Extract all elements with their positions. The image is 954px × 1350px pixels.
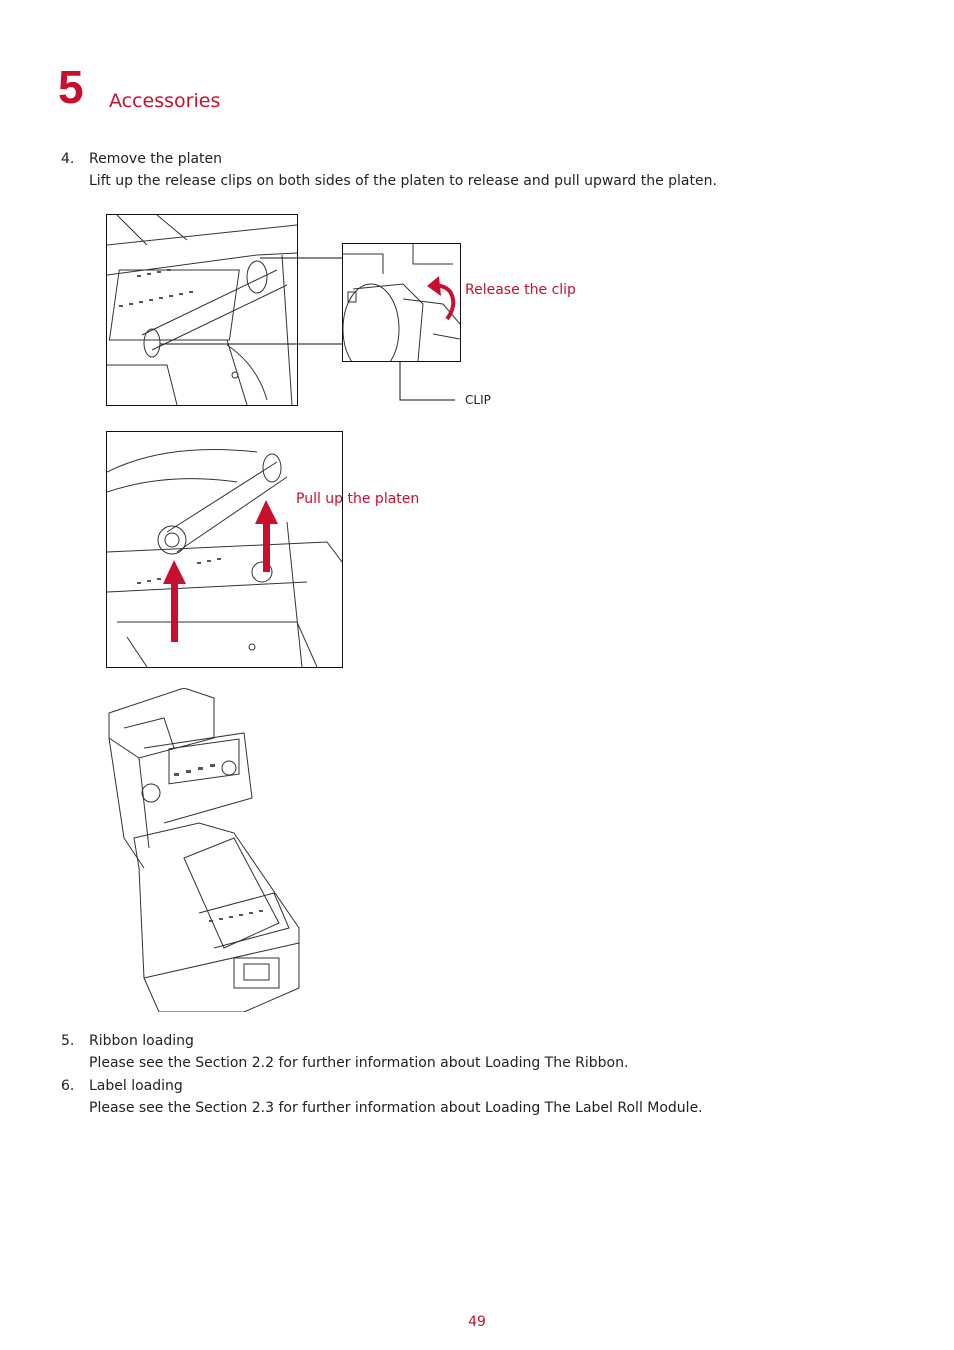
chapter-number: 5 (58, 61, 84, 113)
figure-printer-open (104, 688, 304, 1012)
clip-label: CLIP (465, 393, 491, 407)
figure-platen-overview (106, 214, 298, 406)
release-clip-label: Release the clip (465, 282, 576, 298)
clip-detail-drawing (343, 244, 460, 361)
step-5-number: 5. (61, 1033, 75, 1049)
step-6-title: Label loading (89, 1078, 183, 1094)
step-6-number: 6. (61, 1078, 75, 1094)
pull-up-arrows-icon (163, 500, 278, 642)
pull-platen-drawing (107, 449, 342, 667)
pull-platen-label: Pull up the platen (296, 491, 420, 507)
page-number: 49 (468, 1314, 486, 1330)
figure-pull-platen (106, 431, 343, 668)
step-4-number: 4. (61, 151, 75, 167)
chapter-title: Accessories (109, 90, 221, 112)
step-5-description: Please see the Section 2.2 for further i… (89, 1055, 629, 1071)
step-5-title: Ribbon loading (89, 1033, 194, 1049)
figure-clip-detail (342, 243, 461, 362)
step-6-description: Please see the Section 2.3 for further i… (89, 1100, 703, 1116)
step-4-title: Remove the platen (89, 151, 223, 167)
platen-overview-drawing (107, 215, 297, 405)
printer-open-drawing (108, 688, 300, 1012)
step-4-description: Lift up the release clips on both sides … (89, 173, 717, 189)
